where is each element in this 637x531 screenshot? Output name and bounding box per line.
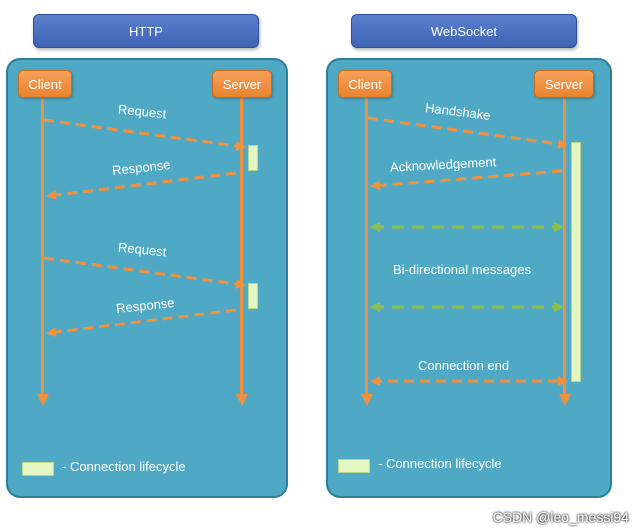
ws-bidir-label: Bi-directional messages	[393, 262, 532, 277]
http-server-lifeline-arrow	[236, 394, 248, 406]
http-response-arrow-1	[46, 171, 237, 200]
http-title: HTTP	[33, 14, 259, 48]
ws-legend-text: - Connection lifecycle	[378, 456, 502, 471]
ws-server-lifeline	[563, 98, 566, 394]
http-lifecycle-bar-2	[248, 283, 258, 309]
ws-client-lifeline	[365, 98, 368, 394]
http-server-box: Server	[212, 70, 272, 98]
ws-connection-end-label: Connection end	[418, 358, 510, 373]
http-client-lifeline	[41, 98, 44, 394]
ws-server-box: Server	[534, 70, 594, 98]
http-request-arrow-2	[43, 256, 246, 289]
ws-client-lifeline-arrow	[361, 394, 373, 406]
http-request-arrow-1	[43, 118, 246, 151]
http-legend-swatch	[22, 462, 54, 476]
http-server-lifeline	[240, 98, 243, 394]
http-response-arrow-2	[46, 308, 237, 337]
ws-legend-swatch	[338, 459, 370, 473]
ws-handshake-arrow	[367, 116, 568, 149]
http-lifecycle-bar-1	[248, 145, 258, 171]
ws-client-box: Client	[338, 70, 392, 98]
http-client-box: Client	[18, 70, 72, 98]
websocket-title: WebSocket	[351, 14, 577, 48]
ws-server-lifeline-arrow	[559, 394, 571, 406]
http-client-lifeline-arrow	[37, 394, 49, 406]
ws-lifecycle-bar	[571, 142, 581, 382]
http-legend-text: - Connection lifecycle	[62, 459, 186, 474]
watermark: CSDN @leo_messi94	[492, 509, 629, 525]
